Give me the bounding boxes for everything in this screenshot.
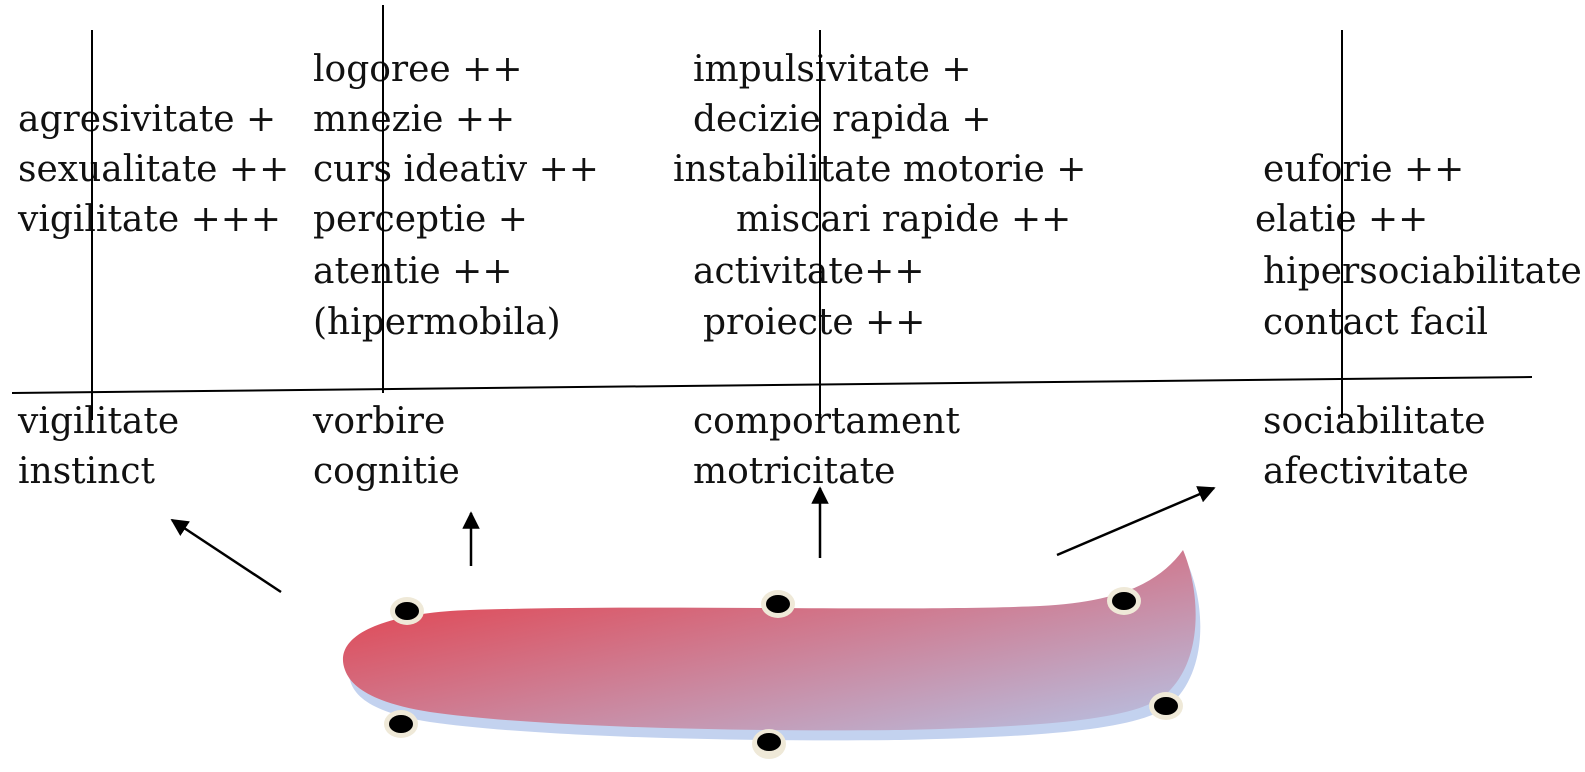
function-sociabilitate: sociabilitate (1263, 401, 1486, 442)
symptom-sexualitate: sexualitate ++ (18, 149, 290, 190)
symptom-mnezie: mnezie ++ (313, 99, 516, 140)
symptom-perceptie: perceptie + (313, 199, 528, 240)
symptom-instabilitate-motorie: instabilitate motorie + (673, 149, 1087, 190)
node-top-right (1107, 587, 1141, 615)
node-top-left (390, 597, 424, 625)
function-instinct: instinct (18, 451, 155, 492)
symptom-logoree: logoree ++ (313, 49, 523, 90)
function-vorbire: vorbire (313, 401, 446, 442)
brain-shape (342, 550, 1196, 731)
function-afectivitate: afectivitate (1263, 451, 1469, 492)
symptom-euforie: euforie ++ (1263, 149, 1465, 190)
symptom-elatie: elatie ++ (1255, 199, 1429, 240)
node-bottom-right (1149, 692, 1183, 720)
arrow-to-afectivitate (1056, 486, 1216, 557)
symptom-atentie: atentie ++ (313, 251, 513, 292)
symptom-agresivitate: agresivitate + (18, 99, 277, 140)
symptom-curs-ideativ: curs ideativ ++ (313, 149, 599, 190)
node-top-center (761, 590, 795, 618)
symptom-contact-facil: contact facil (1263, 302, 1488, 343)
function-cognitie: cognitie (313, 451, 460, 492)
symptom-miscari-rapide: miscari rapide ++ (736, 199, 1072, 240)
function-vigilitate: vigilitate (18, 401, 180, 442)
symptom-decizie-rapida: decizie rapida + (693, 99, 992, 140)
node-bottom-center (752, 729, 786, 759)
symptom-proiecte: proiecte ++ (703, 302, 926, 343)
horizontal-separator (11, 376, 1533, 394)
function-comportament: comportament (693, 401, 960, 442)
symptom-hipersociabilitate: hipersociabilitate (1263, 251, 1582, 292)
symptom-activitate: activitate++ (693, 251, 925, 292)
symptom-impulsivitate: impulsivitate + (693, 49, 972, 90)
symptom-hipermobila: (hipermobila) (313, 302, 561, 343)
node-bottom-left (384, 710, 418, 738)
function-motricitate: motricitate (693, 451, 896, 492)
arrow-to-instinct (170, 518, 282, 594)
symptom-vigilitate: vigilitate +++ (18, 199, 282, 240)
